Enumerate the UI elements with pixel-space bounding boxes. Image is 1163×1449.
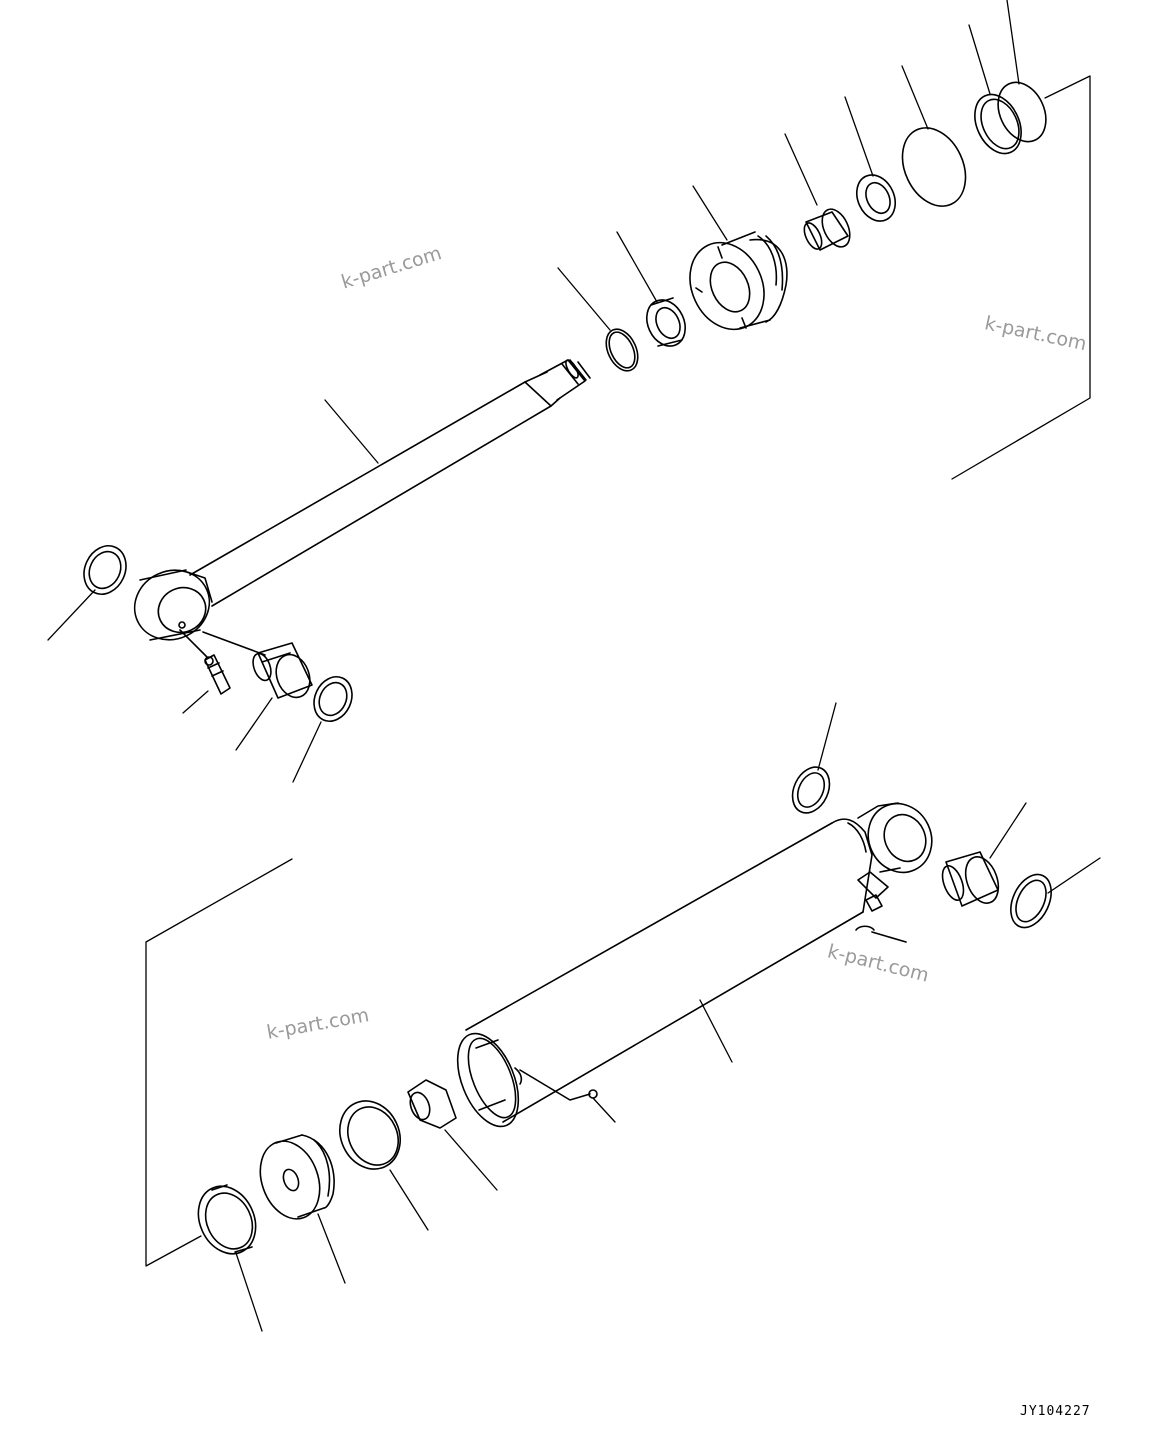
backup-ring-disc [890, 118, 977, 217]
rod-seal [850, 169, 903, 228]
cylinder-tube [446, 823, 863, 1135]
bottom-eye-seal [785, 761, 836, 819]
reference-code: JY104227 [1020, 1404, 1091, 1419]
rod-eye-seal-right [307, 671, 359, 728]
leader-lines-upper [48, 0, 1019, 782]
tube-grease-fitting [856, 872, 906, 942]
cylinder-head [676, 230, 787, 341]
rod-bushing [203, 632, 316, 702]
group-bracket-upper [952, 76, 1090, 479]
piston-rod [190, 358, 590, 606]
bottom-eye [832, 793, 943, 912]
head-o-ring-pair [966, 75, 1055, 161]
dust-seal [640, 294, 693, 353]
snap-ring [600, 324, 644, 376]
bottom-bushing [938, 852, 1004, 908]
rod-eye-seal-left [76, 539, 133, 601]
head-bushing [801, 205, 856, 252]
rod-eye [123, 558, 221, 652]
piston-wear-ring [329, 1091, 411, 1179]
grease-fitting [180, 630, 230, 694]
group-bracket-lower [146, 859, 292, 1266]
piston-seal [188, 1177, 267, 1263]
piston [250, 1133, 334, 1227]
bottom-dust-seal [1003, 868, 1059, 934]
leader-lines-lower [236, 703, 1100, 1331]
piston-nut [407, 1080, 456, 1128]
